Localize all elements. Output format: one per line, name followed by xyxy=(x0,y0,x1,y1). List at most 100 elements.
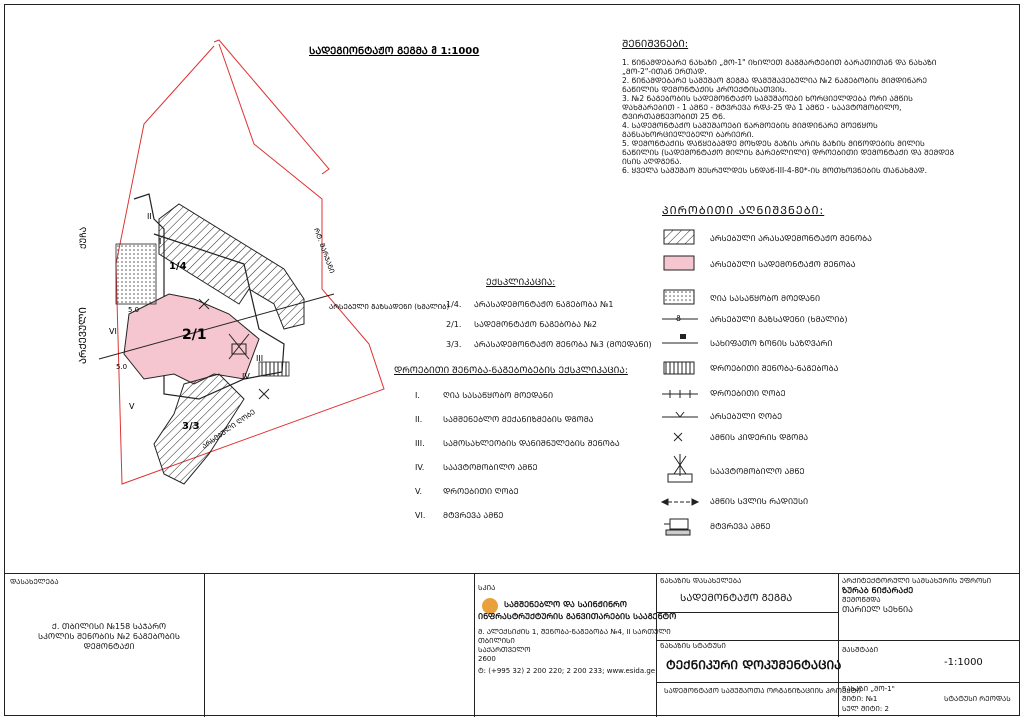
pipeline-label: ᲐᲠᲡᲔᲑᲣᲚᲘ ᲒᲐᲖᲡᲐᲓᲔᲜᲘ (ᲮᲛᲐᲚᲘᲑ) xyxy=(329,303,450,311)
stage-name: ᲢᲔᲥᲜᲘᲙᲣᲠᲘ ᲓᲝᲙᲣᲛᲔᲜᲢᲐᲪᲘᲐ xyxy=(666,658,842,672)
street-left-label: ᲐᲠᲥᲔᲕᲣᲚᲘ xyxy=(78,307,89,364)
drawing-frame xyxy=(4,4,1020,716)
street-right-label: ᲠᲢ. ᲛᲐᲠᲯᲐᲜᲘ xyxy=(312,227,336,275)
marker-label: V xyxy=(129,402,135,411)
note-item: 5. ᲓᲔᲛᲝᲜᲢᲐᲟᲘᲡ ᲓᲐᲬᲧᲔᲑᲐᲛᲓᲔ ᲛᲝᲮᲓᲔᲡ ᲒᲐᲖᲘᲡ ᲐᲠ… xyxy=(622,139,955,166)
gas-line-icon: Გ xyxy=(662,314,698,323)
company-address: ᲗᲑᲘᲚᲘᲡᲘ xyxy=(478,637,515,645)
plan-title: ᲡᲐᲓᲔᲒᲘᲝᲜᲢᲐᲟᲝ ᲒᲔᲒᲛᲐ მ 1:1000 xyxy=(309,45,479,57)
legend-item-label: ᲐᲠᲡᲔᲑᲣᲚᲘ ᲡᲐᲓᲔᲛᲝᲜᲢᲐᲟᲝ ᲨᲔᲜᲝᲑᲐ xyxy=(710,260,856,269)
list-item: V.ᲓᲠᲝᲔᲑᲘᲗᲘ ᲦᲝᲑᲔ xyxy=(415,487,519,496)
pink-fill-icon xyxy=(663,255,695,271)
sheet-count: ᲡᲣᲚ ᲨᲘᲢᲘ: 2 xyxy=(842,705,889,713)
site-boundary xyxy=(115,43,385,485)
marker-label: VI xyxy=(109,327,117,336)
notes-list: 1. ᲬᲘᲜᲐᲛᲓᲔᲑᲐᲠᲔ ᲜᲐᲮᲐᲖᲘ „ᲛᲝ-1" ᲘᲮᲘᲚᲔᲗ ᲒᲐᲒᲛ… xyxy=(622,58,962,175)
checked-label: ᲨᲔᲛᲝᲬᲛᲓᲐ xyxy=(842,596,881,604)
legend-item-label: ᲐᲠᲡᲔᲑᲣᲚᲘ ᲦᲝᲑᲔ xyxy=(710,412,783,421)
scale-label: ᲛᲐᲡᲨᲢᲐᲑᲘ xyxy=(842,646,879,654)
stage-label: ᲜᲐᲮᲐᲖᲘᲡ ᲡᲢᲐᲢᲣᲡᲘ xyxy=(660,642,726,650)
building-1-4 xyxy=(158,203,305,330)
legend-item-label: ᲛᲢᲕᲠᲔᲕᲐ ᲐᲛᲬᲔ xyxy=(710,522,771,531)
marker-label: IV xyxy=(242,372,250,381)
list-item: IV.ᲡᲐᲐᲕᲢᲝᲛᲝᲑᲘᲚᲝ ᲐᲛᲬᲔ xyxy=(415,463,538,472)
legend-symbols: Გ xyxy=(660,229,700,536)
temp-building xyxy=(258,361,290,377)
marker-label: I xyxy=(159,237,161,246)
crane-stand-marks xyxy=(198,298,270,400)
street-top-label: ᲥᲣᲩᲐ xyxy=(79,227,89,249)
list-item: VI.ᲛᲢᲕᲠᲔᲕᲐ ᲐᲛᲬᲔ xyxy=(415,511,504,520)
label-3-3: 3/3 xyxy=(182,421,200,432)
list-item: II.ᲡᲐᲛᲨᲔᲜᲔᲑᲚᲝ ᲛᲔᲥᲐᲜᲘᲖᲛᲔᲑᲘᲡ ᲓᲒᲝᲛᲐ xyxy=(415,415,594,424)
temp-buildings-list: I.ᲦᲘᲐ ᲡᲐᲡᲐᲬᲧᲝᲑᲝ ᲛᲝᲔᲓᲐᲜᲘ II.ᲡᲐᲛᲨᲔᲜᲔᲑᲚᲝ ᲛᲔ… xyxy=(415,391,620,535)
hatch-icon xyxy=(663,229,695,245)
crane-symbol xyxy=(228,333,250,360)
list-item: I.ᲦᲘᲐ ᲡᲐᲡᲐᲬᲧᲝᲑᲝ ᲛᲝᲔᲓᲐᲜᲘ xyxy=(415,391,554,400)
stage-sub: ᲡᲐᲓᲔᲛᲝᲜᲢᲐᲟᲝ ᲡᲐᲛᲣᲨᲐᲝᲗᲐ ᲝᲠᲒᲐᲜᲘᲖᲐᲪᲘᲘᲡ ᲞᲠᲝᲔᲥ… xyxy=(664,687,861,695)
list-item: 1/4.ᲐᲠᲐᲡᲐᲓᲔᲛᲝᲜᲢᲐᲟᲝ ᲜᲐᲒᲔᲑᲝᲑᲐ №1 xyxy=(446,300,614,309)
note-item: 1. ᲬᲘᲜᲐᲛᲓᲔᲑᲐᲠᲔ ᲜᲐᲮᲐᲖᲘ „ᲛᲝ-1" ᲘᲮᲘᲚᲔᲗ ᲒᲐᲒᲛ… xyxy=(622,58,937,76)
legend-item-label: ᲐᲛᲬᲘᲡ ᲡᲕᲚᲘᲡ ᲠᲐᲓᲘᲣᲡᲘ xyxy=(710,497,809,506)
note-item: 3. №2 ᲜᲐᲒᲔᲑᲝᲑᲘᲡ ᲡᲐᲓᲔᲛᲝᲜᲢᲐᲟᲝ ᲡᲐᲛᲣᲨᲐᲝᲔᲑᲘ Ხ… xyxy=(622,94,913,121)
crane-icon xyxy=(667,454,693,483)
legend-item-label: ᲡᲐᲮᲘᲤᲐᲗᲝ ᲖᲝᲜᲘᲡ ᲡᲐᲖᲦᲕᲐᲠᲘ xyxy=(710,339,833,348)
checked-name: ᲗᲐᲠᲘᲔᲚ ᲡᲔᲮᲜᲘᲐ xyxy=(842,605,913,614)
list-item: 2/1.ᲡᲐᲓᲔᲛᲝᲜᲢᲐᲟᲝ ᲜᲐᲒᲔᲑᲝᲑᲐ №2 xyxy=(446,320,598,329)
building-3-3 xyxy=(153,373,245,485)
explication-heading: ᲔᲥᲡᲞᲚᲘᲙᲐᲪᲘᲐ: xyxy=(486,278,556,288)
temp-fence-icon xyxy=(662,390,698,398)
author-label: ᲐᲠᲥᲘᲢᲔᲥᲢᲝᲠᲣᲚᲘ ᲡᲐᲛᲡᲐᲮᲣᲠᲘᲡ ᲣᲤᲠᲝᲡᲘ xyxy=(842,577,992,585)
note-item: 4. ᲡᲐᲓᲔᲛᲝᲜᲢᲐᲟᲝ ᲡᲐᲛᲣᲨᲐᲝᲔᲑᲘ ᲬᲐᲠᲛᲝᲔᲑᲘᲡ ᲛᲘᲛᲓ… xyxy=(622,121,878,139)
object-name: Ქ. ᲗᲑᲘᲚᲘᲡᲘ №158 ᲡᲐᲯᲐᲠᲝ ᲡᲙᲝᲚᲘᲡ ᲨᲔᲜᲝᲑᲘᲡ №2… xyxy=(38,622,180,651)
company-address: ᲡᲐᲥᲐᲠᲗᲕᲔᲚᲝ xyxy=(478,646,531,654)
company-address: Მ. ᲐᲚᲔᲥᲡᲘᲫᲘᲡ 1, ᲨᲔᲜᲝᲑᲐ-ᲜᲐᲒᲔᲑᲝᲑᲐ №4, II Ს… xyxy=(478,628,671,636)
dotted-fill-icon xyxy=(663,289,695,305)
label-2-1: 2/1 xyxy=(182,327,207,343)
crane-path-icon xyxy=(660,498,700,506)
flag-icon xyxy=(662,334,698,344)
marker-label: II xyxy=(147,212,152,221)
company-contact: Ტ: (+995 32) 2 200 220; 2 200 233; www.e… xyxy=(478,667,656,675)
legend-item-label: ᲐᲛᲬᲘᲡ ᲙᲘᲓᲔᲠᲘᲡ ᲓᲒᲝᲛᲐ xyxy=(710,433,809,442)
sheet-name: ᲡᲐᲓᲔᲛᲝᲜᲢᲐᲟᲝ ᲒᲔᲒᲛᲐ xyxy=(680,593,793,604)
label-1-4: 1/4 xyxy=(169,261,187,272)
explication-list: 1/4.ᲐᲠᲐᲡᲐᲓᲔᲛᲝᲜᲢᲐᲟᲝ ᲜᲐᲒᲔᲑᲝᲑᲐ №1 2/1.ᲡᲐᲓᲔᲛ… xyxy=(446,300,652,360)
cross-icon xyxy=(673,432,683,442)
title-block: ᲓᲐᲡᲐᲮᲔᲚᲔᲑᲐ Ქ. ᲗᲑᲘᲚᲘᲡᲘ №158 ᲡᲐᲯᲐᲠᲝ ᲡᲙᲝᲚᲘᲡ… xyxy=(4,573,1020,717)
site-plan: 1/4 2/1 3/3 ᲡᲐᲓᲔᲒᲘᲝᲜᲢᲐᲟᲝ ᲒᲔᲒᲛᲐ მ 1:1000 … xyxy=(78,39,479,485)
list-item: III.ᲡᲐᲛᲝᲡᲐᲮᲚᲔᲝᲑᲘᲡ ᲓᲐᲜᲘᲨᲜᲣᲚᲔᲑᲘᲡ ᲨᲔᲜᲝᲑᲐ xyxy=(415,439,620,448)
company-name: ᲡᲐᲛᲨᲔᲜᲔᲑᲚᲝ ᲓᲐ ᲡᲐᲘᲜᲟᲘᲜᲠᲝ xyxy=(504,600,627,609)
note-item: 6. ᲧᲕᲔᲚᲐ ᲡᲐᲛᲣᲨᲐᲝ ᲨᲔᲡᲠᲣᲚᲓᲔᲡ ᲡᲜᲓᲐᲬ-III-4-8… xyxy=(622,166,928,175)
vertical-hatch-icon xyxy=(663,361,695,375)
company-name: ᲘᲜᲤᲠᲐᲡᲢᲠᲣᲥᲢᲣᲠᲘᲡ ᲒᲐᲜᲕᲘᲗᲐᲠᲔᲑᲘᲡ ᲡᲐᲐᲒᲔᲜᲢᲝ xyxy=(478,612,677,621)
sheet-no: ᲨᲘᲢᲘ: №1 xyxy=(842,695,878,703)
legend-heading: ᲞᲘᲠᲝᲑᲘᲗᲘ ᲐᲦᲜᲘᲨᲕᲜᲔᲑᲘ: xyxy=(662,204,825,217)
company-zip: 2600 xyxy=(478,655,496,663)
sheet-status: ᲡᲢᲐᲢᲣᲡᲘ ᲠᲔᲝᲓᲐᲡ xyxy=(944,695,1011,703)
company-logo xyxy=(482,598,498,614)
legend-item-label: ᲓᲠᲝᲔᲑᲘᲗᲘ ᲦᲝᲑᲔ xyxy=(710,389,786,398)
dim-label: 5.0 xyxy=(128,306,139,314)
open-storage xyxy=(115,243,157,305)
notes-heading: ᲨᲔᲜᲘᲨᲕᲜᲔᲑᲘ: xyxy=(622,39,689,50)
object-label: ᲓᲐᲡᲐᲮᲔᲚᲔᲑᲐ xyxy=(10,578,59,586)
marker-label: III xyxy=(256,354,263,363)
legend-item-label: ᲐᲠᲡᲔᲑᲣᲚᲘ ᲐᲠᲐᲡᲐᲓᲔᲛᲝᲜᲢᲐᲟᲝ ᲨᲔᲜᲝᲑᲐ xyxy=(710,234,872,243)
temp-buildings-heading: ᲓᲠᲝᲔᲑᲘᲗᲘ ᲨᲔᲜᲝᲑᲐ-ᲜᲐᲒᲔᲑᲝᲑᲔᲑᲘᲡ ᲔᲥᲡᲞᲚᲘᲙᲐᲪᲘᲐ: xyxy=(394,366,628,376)
scale-value: -1:1000 xyxy=(944,657,983,668)
sheet-name-label: ᲜᲐᲮᲐᲖᲘᲡ ᲓᲐᲡᲐᲮᲔᲚᲔᲑᲐ xyxy=(660,577,742,585)
legend-item-label: ᲦᲘᲐ ᲡᲐᲡᲐᲬᲧᲝᲑᲝ ᲛᲝᲔᲓᲐᲜᲘ xyxy=(710,294,821,303)
company-small: ᲡᲙᲘᲐ xyxy=(478,584,496,592)
author-name: ᲖᲣᲠᲐᲑ ᲜᲘᲟᲐᲠᲐᲫᲔ xyxy=(842,586,914,595)
list-item: 3/3.ᲐᲠᲐᲡᲐᲓᲔᲛᲝᲜᲢᲐᲟᲝ ᲨᲔᲜᲝᲑᲐ №3 (ᲛᲝᲔᲓᲐᲜᲘ) xyxy=(446,340,652,349)
legend-item-label: ᲡᲐᲐᲕᲢᲝᲛᲝᲑᲘᲚᲝ ᲐᲛᲬᲔ xyxy=(710,467,805,476)
sheet-code: ᲜᲐᲮᲐᲖᲘ „ᲛᲝ-1" xyxy=(842,685,895,693)
building-2-1 xyxy=(123,293,260,385)
dim-label: 5.0 xyxy=(116,363,127,371)
legend-item-label: ᲐᲠᲡᲔᲑᲣᲚᲘ ᲒᲐᲖᲡᲐᲓᲔᲜᲘ (ᲮᲛᲐᲚᲘᲑ) xyxy=(710,315,848,324)
crawler-icon xyxy=(664,518,691,536)
gas-pipeline xyxy=(98,293,335,360)
fence-icon xyxy=(662,411,698,418)
note-item: 2. ᲬᲘᲜᲐᲛᲓᲔᲑᲐᲠᲔ ᲡᲐᲛᲣᲨᲐᲝ ᲒᲔᲒᲛᲐ ᲓᲐᲛᲣᲨᲐᲕᲔᲑᲣᲚ… xyxy=(622,76,928,94)
